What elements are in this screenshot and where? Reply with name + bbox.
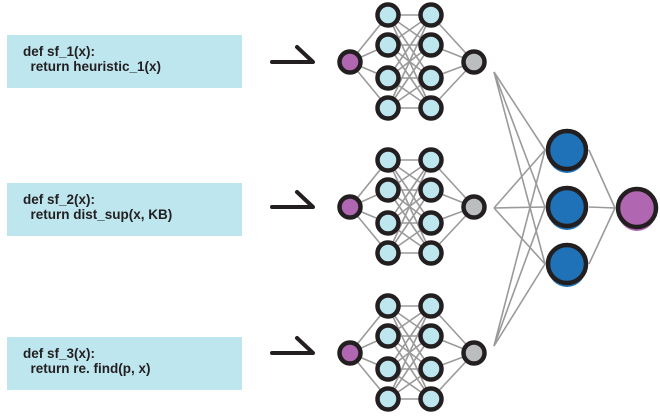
hidden-node-layer-2 [418, 386, 444, 412]
hidden-node-layer-2 [418, 177, 444, 203]
hidden-node-layer-2 [418, 323, 444, 349]
combiner-edge [493, 206, 546, 347]
code-box-sf-1: def sf_1(x): return heuristic_1(x) [7, 35, 242, 88]
input-node [337, 194, 363, 220]
combiner-edge [493, 71, 546, 151]
combiner-edge [493, 207, 546, 265]
function-signature: def sf_1(x): [23, 44, 96, 59]
hidden-node-layer-2 [418, 32, 444, 58]
output-edge [588, 206, 616, 209]
hidden-node-layer-1 [375, 323, 401, 349]
input-node [337, 49, 363, 75]
combiner-edge [493, 149, 546, 209]
hidden-node-layer-2 [418, 240, 444, 266]
hidden-node-layer-2 [418, 95, 444, 121]
code-box-sf-3: def sf_3(x): return re. find(p, x) [7, 337, 242, 390]
combiner-edge [493, 206, 546, 209]
hidden-node-layer-1 [375, 147, 401, 173]
hidden-node-layer-1 [375, 65, 401, 91]
hidden-node-layer-1 [375, 293, 401, 319]
hidden-node-layer-1 [375, 32, 401, 58]
arrow-icon [270, 45, 315, 64]
function-body: return dist_sup(x, KB) [23, 207, 173, 222]
hidden-node-layer-2 [418, 147, 444, 173]
hidden-node-layer-1 [375, 210, 401, 236]
function-signature: def sf_3(x): [23, 346, 96, 361]
subnet-output-node [461, 340, 487, 366]
hidden-node-layer-2 [418, 2, 444, 28]
hidden-node-layer-1 [375, 240, 401, 266]
combiner-edge [493, 263, 546, 347]
hidden-node-layer-1 [375, 177, 401, 203]
edge [387, 305, 432, 400]
output-edge [588, 207, 616, 265]
combiner-edge [493, 149, 546, 347]
input-node [337, 340, 363, 366]
nodes [337, 2, 659, 412]
code-box-sf-2: def sf_2(x): return dist_sup(x, KB) [7, 183, 242, 236]
combiner-node [545, 185, 589, 230]
function-body: return heuristic_1(x) [23, 59, 162, 74]
subnet-output-node [461, 194, 487, 220]
subnet-output-node [461, 49, 487, 75]
edge [387, 159, 432, 254]
output-edge [588, 149, 616, 209]
combiner-node [545, 242, 589, 287]
arrow-icon [270, 190, 315, 209]
hidden-node-layer-2 [418, 210, 444, 236]
hidden-node-layer-1 [375, 2, 401, 28]
function-body: return re. find(p, x) [23, 361, 151, 376]
edge [387, 14, 432, 109]
hidden-node-layer-2 [418, 356, 444, 382]
hidden-node-layer-1 [375, 95, 401, 121]
combiner-node [545, 128, 589, 173]
hidden-node-layer-1 [375, 356, 401, 382]
hidden-node-layer-2 [418, 293, 444, 319]
hidden-node-layer-2 [418, 65, 444, 91]
function-signature: def sf_2(x): [23, 192, 96, 207]
hidden-node-layer-1 [375, 386, 401, 412]
arrow-icon [270, 336, 315, 355]
final-output-node [615, 186, 659, 231]
